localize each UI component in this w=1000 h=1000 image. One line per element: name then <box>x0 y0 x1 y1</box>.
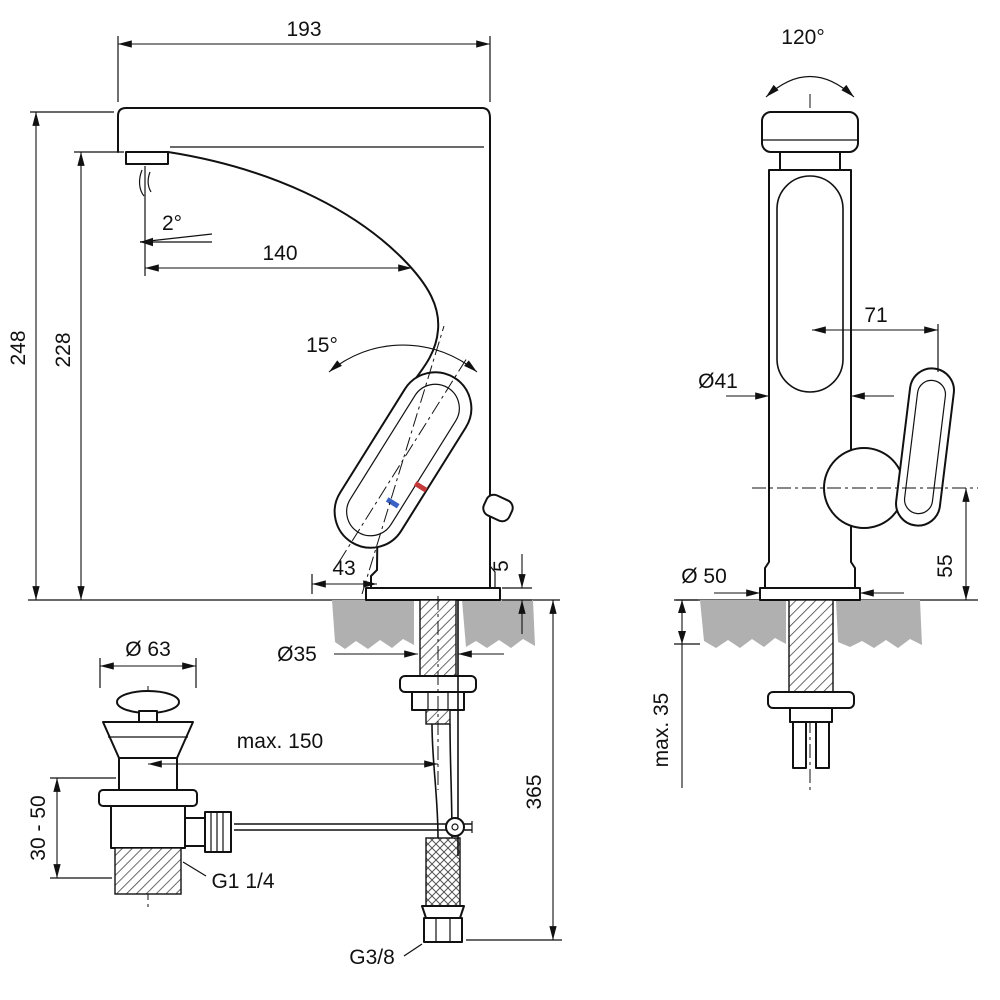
shank-assembly-right <box>767 599 855 769</box>
right-view: 120° <box>650 26 978 790</box>
dim-label-193: 193 <box>286 18 321 41</box>
dim-label-55: 55 <box>934 554 957 577</box>
dim-spout-height: 228 <box>52 151 124 601</box>
waste-cap <box>116 690 180 714</box>
body-front <box>764 169 856 589</box>
spout-window <box>776 175 844 393</box>
dim-label-g114: G1 1/4 <box>211 870 274 893</box>
dim-base-plate-height: 5 <box>490 554 532 634</box>
dim-label-248: 248 <box>7 330 30 365</box>
faucet-front-outline <box>759 111 861 601</box>
dim-label-g38: G3/8 <box>349 946 395 969</box>
label-hose-thread: G3/8 <box>349 943 423 969</box>
dim-label-2deg: 2° <box>162 212 182 235</box>
dim-label-140: 140 <box>262 242 297 265</box>
dim-deck-max-thickness: max. 35 <box>650 599 700 788</box>
dim-label-43: 43 <box>332 557 355 580</box>
base-plate-front <box>759 587 861 601</box>
hose-nut <box>423 917 463 943</box>
dim-label-15deg: 15° <box>306 334 338 357</box>
supply-hose <box>431 723 439 839</box>
dim-handle-height: 55 <box>934 487 970 601</box>
label-waste-thread: G1 1/4 <box>182 861 275 893</box>
dim-label-o35: Ø35 <box>277 643 317 666</box>
dim-label-max35: max. 35 <box>650 693 673 768</box>
dim-label-228: 228 <box>52 332 75 367</box>
dim-label-o63: Ø 63 <box>125 638 171 661</box>
dim-label-30-50: 30 - 50 <box>27 795 50 860</box>
dim-label-5: 5 <box>490 560 513 572</box>
dim-lever-rod-max: max. 150 <box>147 596 439 790</box>
waste-thread <box>114 847 182 895</box>
cold-indicator <box>385 497 400 509</box>
dim-shank-diameter: Ø35 <box>277 643 504 666</box>
dim-spout-width: 193 <box>117 18 491 102</box>
dim-waste-clamp-range: 30 - 50 <box>27 777 116 879</box>
dim-body-diameter: Ø41 <box>698 370 894 400</box>
dim-label-365: 365 <box>523 774 546 809</box>
dim-spout-reach: 140 <box>144 166 413 276</box>
dim-label-max150: max. 150 <box>237 730 323 753</box>
dim-hose-length: 365 <box>466 599 562 941</box>
dim-total-height: 248 <box>7 111 114 601</box>
dim-label-120deg: 120° <box>781 26 824 49</box>
knurled-nut <box>204 811 232 853</box>
base-plate <box>365 587 501 601</box>
counter-section-left <box>332 600 535 649</box>
rod-clamp <box>445 817 465 837</box>
spout-cap <box>761 111 859 153</box>
dim-handle-offset: 71 <box>811 304 939 372</box>
dim-handle-angle: 15° <box>306 325 478 595</box>
counter-section-right <box>700 600 922 648</box>
dim-base-width: 43 <box>311 557 378 594</box>
dim-swivel-angle: 120° <box>765 26 855 98</box>
hot-indicator <box>413 481 428 493</box>
handle-lever <box>895 367 955 527</box>
dim-base-diameter: Ø 50 <box>681 565 904 597</box>
dim-label-71: 71 <box>864 304 887 327</box>
dim-waste-cap-diameter: Ø 63 <box>99 638 197 688</box>
threaded-shank-front <box>788 599 834 695</box>
dim-label-o41: Ø41 <box>698 370 738 393</box>
dim-label-o50: Ø 50 <box>681 565 727 588</box>
left-view: 193 248 228 2° 140 15° <box>7 18 562 969</box>
braided-hose <box>425 837 461 907</box>
waste-flange <box>98 789 198 807</box>
fixing-stud <box>792 721 807 769</box>
horseshoe-washer-front <box>767 691 855 709</box>
spout-outlet <box>125 151 169 165</box>
water-drip <box>138 169 145 197</box>
dim-spout-angle: 2° <box>139 212 213 247</box>
popup-waste <box>98 686 473 908</box>
popup-knob <box>482 493 514 523</box>
